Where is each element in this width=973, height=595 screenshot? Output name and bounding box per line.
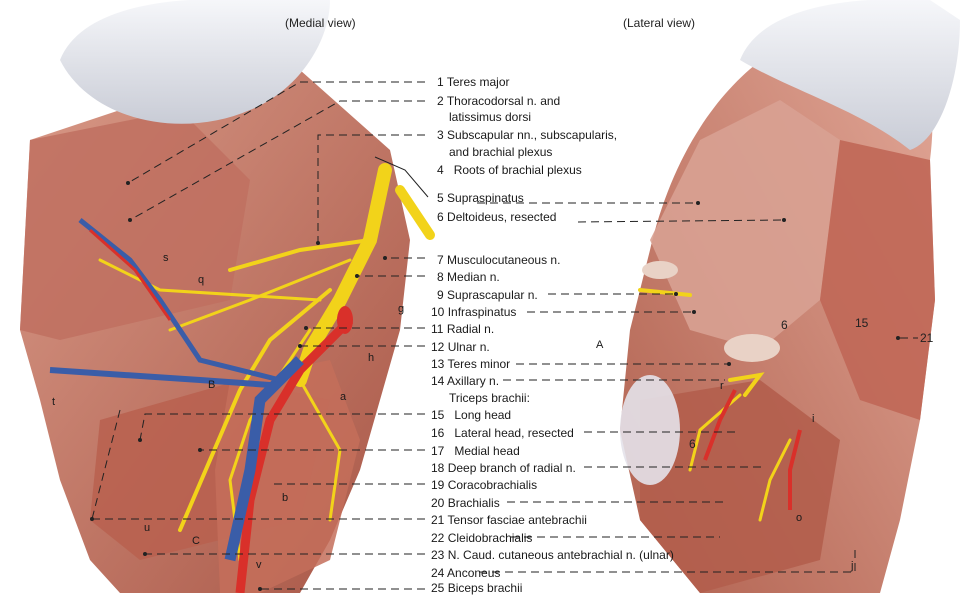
legend-label-20: 20 Brachialis xyxy=(431,496,500,510)
legend-label-21: 21 Tensor fasciae antebrachii xyxy=(431,513,587,527)
letter-r: r xyxy=(720,380,724,392)
legend-label-6: 6 Deltoideus, resected xyxy=(437,210,557,224)
legend-label-8: 8 Median n. xyxy=(437,270,500,284)
letter-C: C xyxy=(192,535,200,547)
humerus-head xyxy=(620,375,680,485)
leader-dots xyxy=(90,181,900,591)
legend-label-23: 23 N. Caud. cutaneous antebrachial n. (u… xyxy=(431,548,674,562)
lateral-scapula-cartilage xyxy=(740,0,960,150)
legend-label-3: 3 Subscapular nn., subscapularis, xyxy=(437,128,618,142)
legend-label-5: 5 Supraspinatus xyxy=(437,191,524,205)
letter-j: j xyxy=(851,560,854,572)
thoracodorsal-artery xyxy=(89,228,172,321)
legend-label-25: 25 Biceps brachii xyxy=(431,581,523,595)
figure-number-6: 6 xyxy=(781,318,788,332)
legend-label-22: 22 Cleidobrachialis xyxy=(431,531,533,545)
legend-label-18: 18 Deep branch of radial n. xyxy=(431,461,576,475)
teres-minor-stump xyxy=(642,261,678,279)
roots-bracket xyxy=(374,156,429,198)
letter-q: q xyxy=(198,274,205,286)
lateral-view-title: (Lateral view) xyxy=(623,16,696,30)
figure-number-6-small: 6 xyxy=(689,437,696,451)
letter-i: i xyxy=(812,413,815,425)
legend-label-7: 7 Musculocutaneous n. xyxy=(437,253,561,267)
letter-b: b xyxy=(282,492,289,504)
letter-g: g xyxy=(398,303,405,315)
medial-scapula-cartilage xyxy=(60,0,330,124)
legend-label-14: 14 Axillary n. xyxy=(431,374,500,388)
legend-label-16: 16 Lateral head, resected xyxy=(431,426,574,440)
triceps-lateral-group xyxy=(640,380,840,593)
thoracodorsal-vessels xyxy=(78,218,281,383)
legend-label-2-cont: latissimus dorsi xyxy=(449,110,532,124)
figure-number-21: 21 xyxy=(920,331,934,345)
medial-view-title: (Medial view) xyxy=(285,16,356,30)
letter-B: B xyxy=(208,379,216,391)
legend-label-1: 1 Teres major xyxy=(437,75,510,89)
letter-u: u xyxy=(144,522,151,534)
letter-a: a xyxy=(340,391,347,403)
letter-h: h xyxy=(368,352,375,364)
legend-label-10: 10 Infraspinatus xyxy=(431,305,517,319)
lateral-view-illustration xyxy=(620,0,960,593)
legend-label-2: 2 Thoracodorsal n. and xyxy=(437,94,561,108)
legend-heading-triceps: Triceps brachii: xyxy=(449,391,530,405)
legend-label-17: 17 Medial head xyxy=(431,444,520,458)
letter-o: o xyxy=(796,512,803,524)
legend-label-11: 11 Radial n. xyxy=(431,322,495,336)
lateral-vessels xyxy=(703,389,737,461)
teres-major-muscle xyxy=(20,110,250,340)
lateral-vessels-2 xyxy=(788,429,802,510)
medial-view-illustration xyxy=(20,0,435,593)
legend-label-13: 13 Teres minor xyxy=(431,357,511,371)
supraspinatus-muscle xyxy=(650,100,840,350)
legend-label-19: 19 Coracobrachialis xyxy=(431,478,538,492)
letter-s: s xyxy=(163,252,169,264)
legend-label-24: 24 Anconeus xyxy=(431,566,501,580)
letter-A: A xyxy=(596,339,604,351)
brachial-plexus-nerves xyxy=(98,163,435,562)
axillary-artery xyxy=(235,316,354,593)
legend-label-4: 4 Roots of brachial plexus xyxy=(437,163,582,177)
brachial-artery-section xyxy=(337,306,353,334)
figure-number-15: 15 xyxy=(855,316,869,330)
lateral-thoracic-vein xyxy=(49,367,271,388)
legend-label-3-cont: and brachial plexus xyxy=(449,145,553,159)
letter-v: v xyxy=(256,559,262,571)
legend-label-12: 12 Ulnar n. xyxy=(431,340,490,354)
legend-label-15: 15 Long head xyxy=(431,408,512,422)
legend-label-9: 9 Suprascapular n. xyxy=(437,288,538,302)
deltoid-resected-stump xyxy=(724,334,780,362)
deltoideus-muscle xyxy=(820,140,935,420)
letter-t: t xyxy=(52,396,56,408)
leader-lines xyxy=(91,81,918,590)
